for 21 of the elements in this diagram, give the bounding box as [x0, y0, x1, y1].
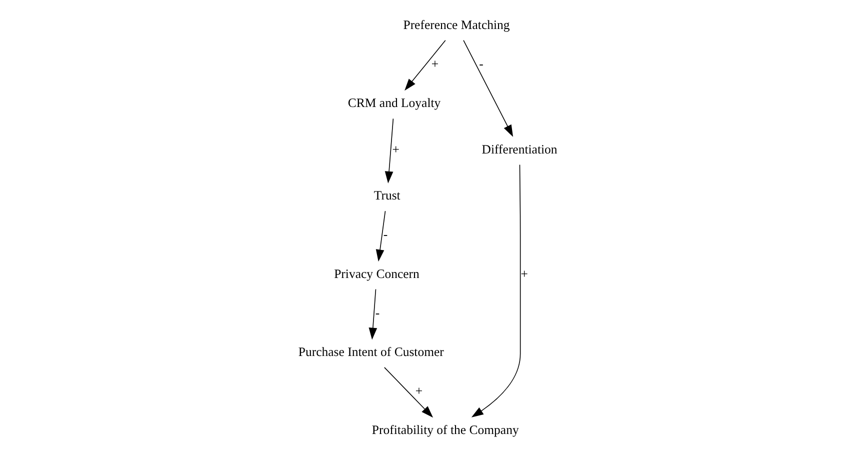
edge-label: + [392, 142, 399, 156]
arrow [404, 40, 446, 91]
node-text: Preference Matching [402, 18, 510, 32]
arrow [470, 164, 520, 418]
edge-label: - [382, 228, 388, 242]
node-text: Purchase Intent of Customer [298, 344, 444, 359]
arrow [368, 288, 377, 340]
edge-label: + [430, 57, 438, 71]
node-text: Profitability of the Company [371, 423, 518, 438]
edge-label: - [478, 57, 483, 71]
edge-label: - [374, 306, 380, 320]
edge-label: + [414, 384, 422, 398]
node-text: Trust [373, 188, 400, 203]
arrow [384, 118, 394, 184]
arrow [462, 40, 513, 137]
node-text: CRM and Loyalty [347, 96, 440, 110]
node-text: Differentiation [481, 142, 557, 156]
edge-label: + [520, 266, 528, 281]
arrow [375, 210, 386, 262]
node-text: Privacy Concern [334, 266, 419, 281]
arrow [384, 367, 433, 418]
